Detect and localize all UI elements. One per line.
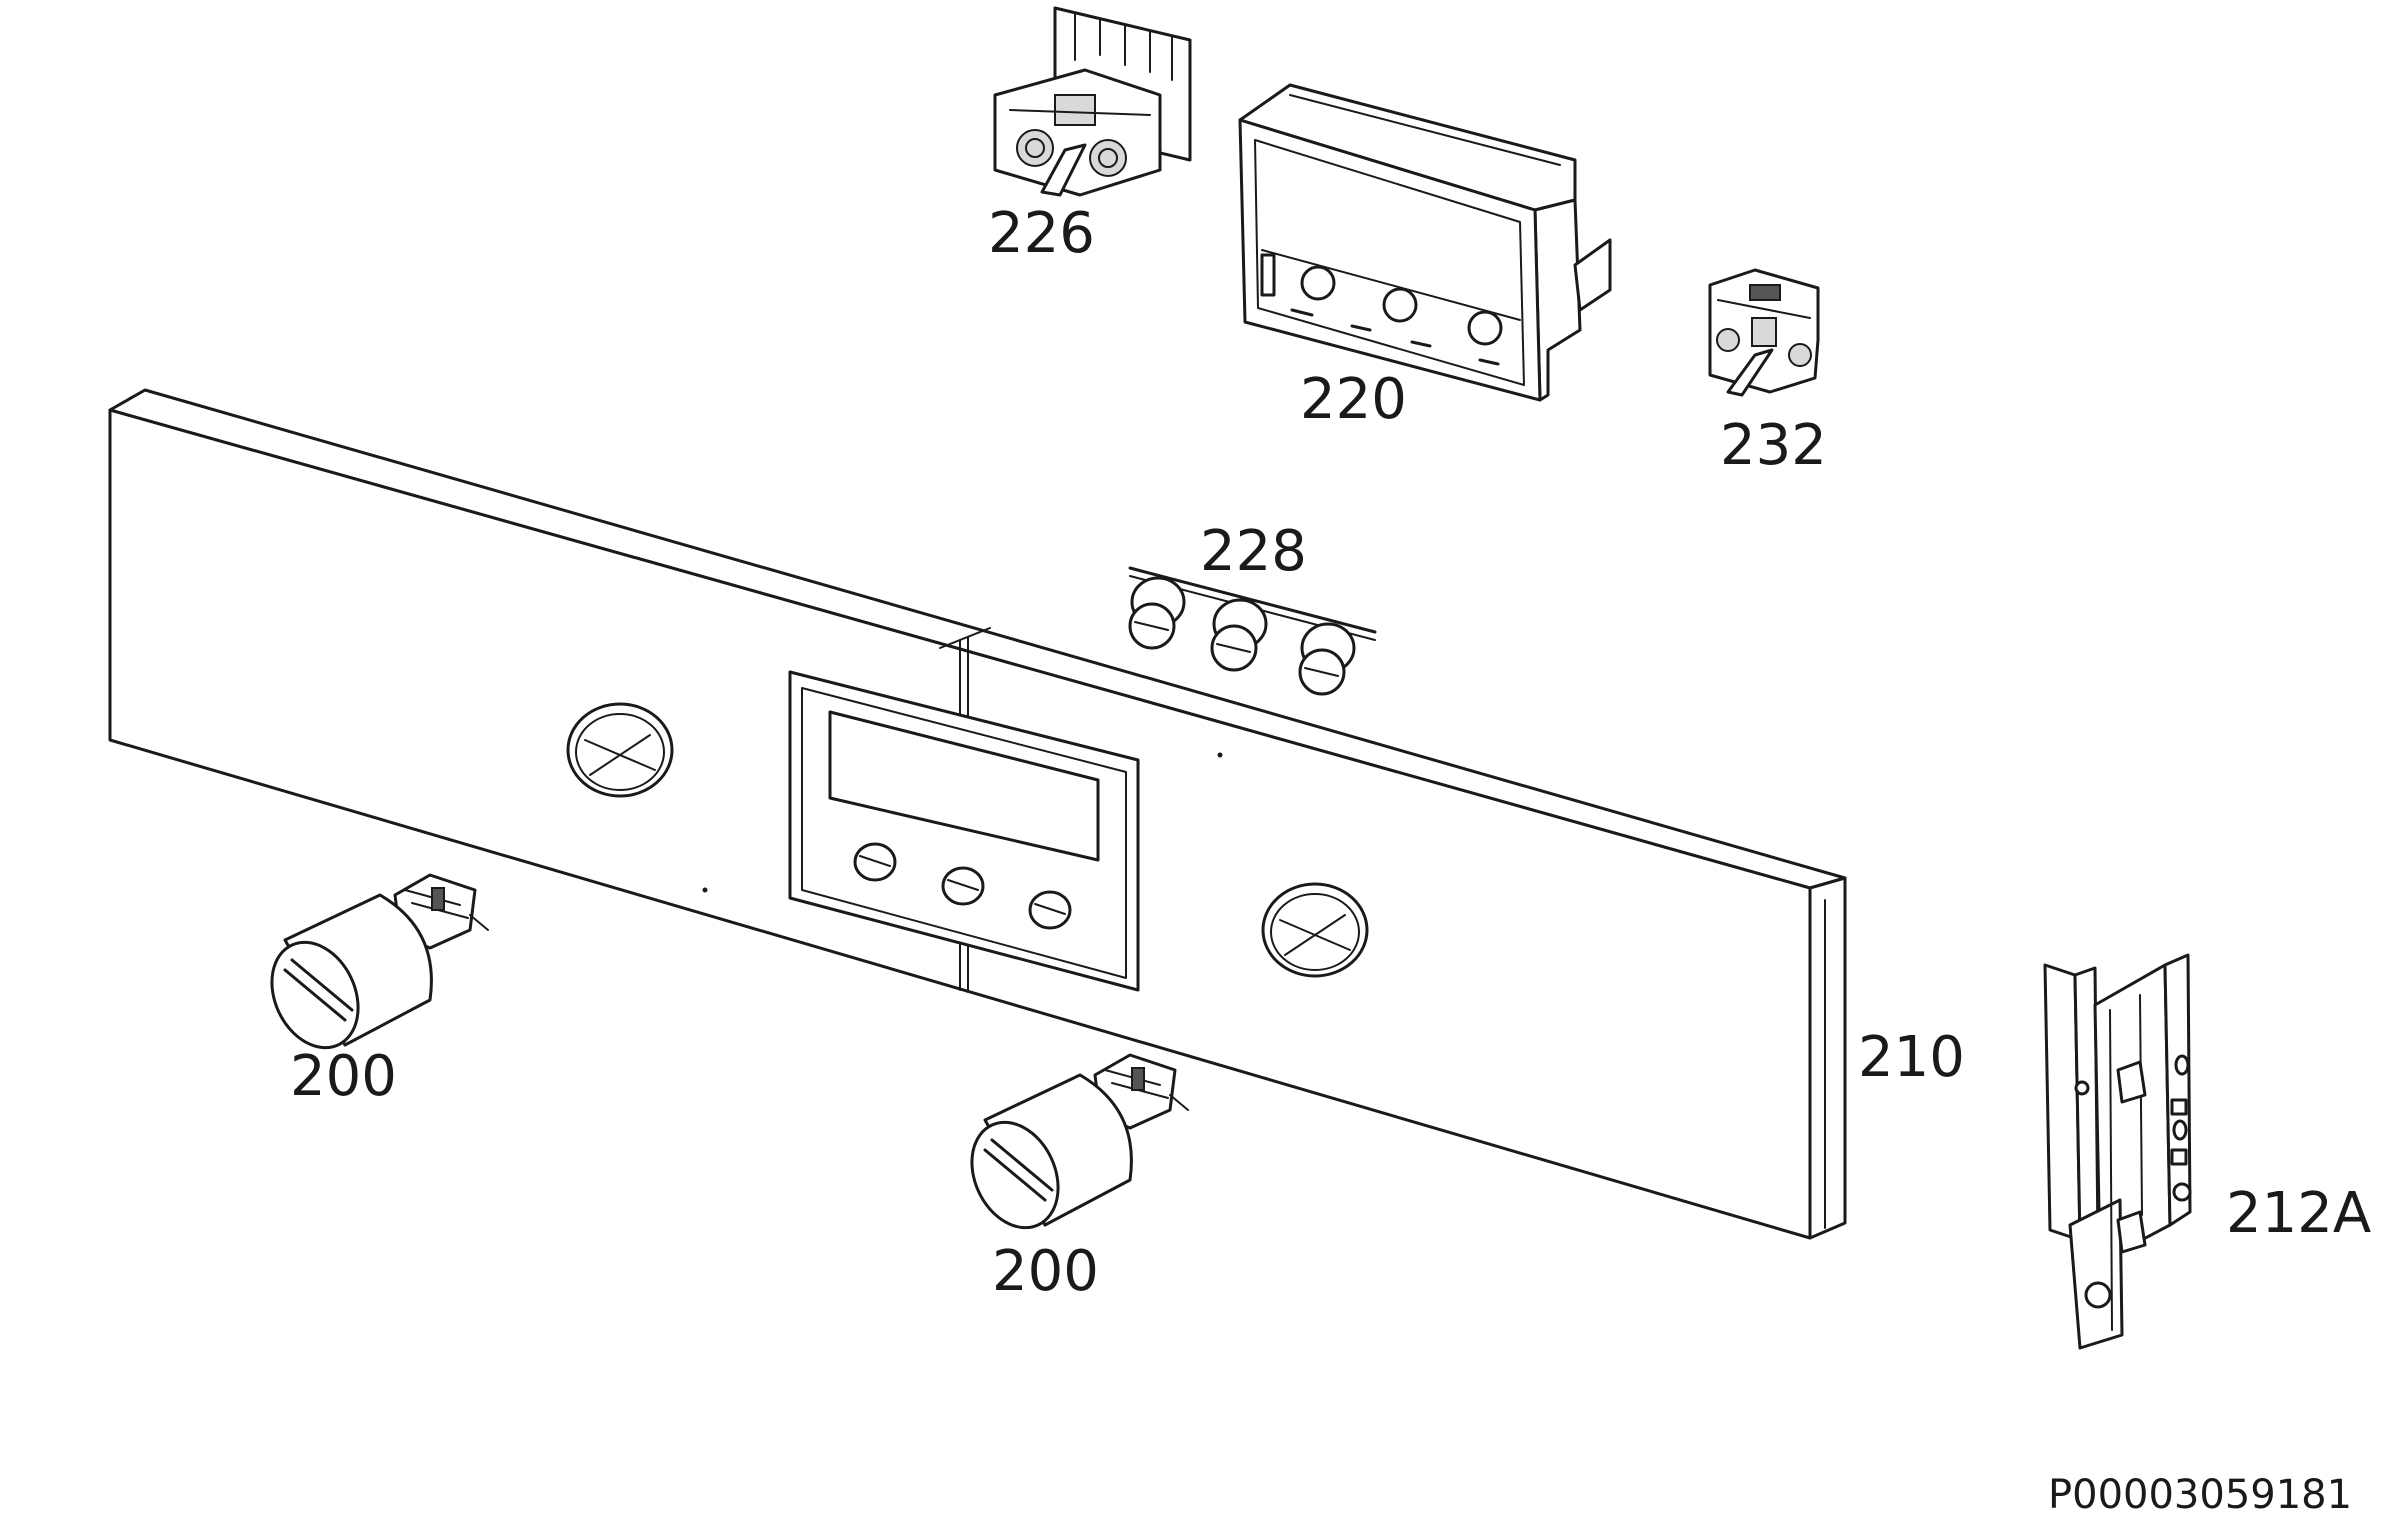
knob-hole-right bbox=[1261, 882, 1369, 978]
reference-number: P00003059181 bbox=[2048, 1472, 2352, 1518]
label-232: 232 bbox=[1720, 413, 1827, 478]
label-228: 228 bbox=[1200, 519, 1307, 584]
knob-hole-left bbox=[566, 702, 674, 798]
knob-right[interactable] bbox=[956, 1053, 1189, 1242]
label-210: 210 bbox=[1858, 1025, 1965, 1090]
push-buttons[interactable] bbox=[1128, 566, 1377, 696]
thermostat[interactable] bbox=[1708, 268, 1820, 397]
knob-left[interactable] bbox=[256, 873, 489, 1062]
label-212A: 212A bbox=[2226, 1181, 2371, 1246]
display-window bbox=[788, 670, 1140, 992]
label-226: 226 bbox=[988, 201, 1095, 266]
push-button-1 bbox=[1128, 576, 1186, 650]
push-button-3 bbox=[1298, 622, 1356, 696]
push-button-2 bbox=[1210, 598, 1268, 672]
label-220: 220 bbox=[1300, 367, 1407, 432]
label-200-left: 200 bbox=[290, 1044, 397, 1109]
selector-switch[interactable] bbox=[993, 6, 1192, 197]
side-bracket[interactable] bbox=[2043, 953, 2192, 1350]
module-housing[interactable] bbox=[1238, 83, 1612, 402]
control-panel[interactable] bbox=[108, 388, 1847, 1240]
label-200-right: 200 bbox=[992, 1239, 1099, 1304]
